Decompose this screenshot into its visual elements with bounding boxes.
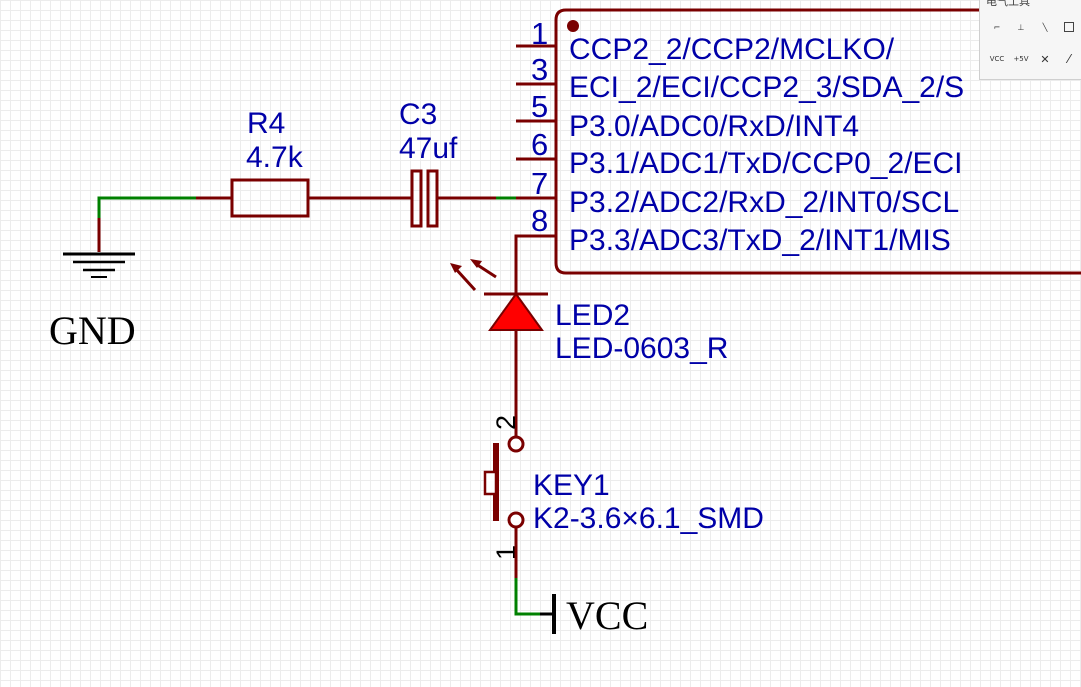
c3-designator: C3 [399,98,437,131]
ic-pin-name: CCP2_2/CCP2/MCLKO/ [569,33,895,66]
led2-footprint: LED-0603_R [555,332,728,365]
wire-gnd-r4[interactable] [97,196,232,218]
key1-footprint: K2-3.6×6.1_SMD [533,502,764,535]
ic-pin-number: 1 [531,16,548,51]
key1-pin2-number: 2 [491,415,521,430]
no-connect-tool-icon[interactable]: ✕ [1040,52,1050,66]
capacitor-c3[interactable] [410,169,439,228]
led-emission-arrow [453,266,477,292]
ic-pin-number: 7 [531,166,548,201]
led-led2[interactable] [450,259,548,331]
line-tool-icon[interactable]: ╲ [1042,22,1048,32]
extra-tool-icon[interactable] [1058,16,1080,38]
gnd-label: GND [49,308,136,353]
key-key1[interactable] [483,435,525,529]
pin1-marker [567,20,579,32]
net-label-tool-icon[interactable]: ⊥ [1017,22,1025,32]
c3-value: 47uf [399,132,458,165]
gnd-symbol[interactable] [63,218,135,278]
r4-designator: R4 [247,107,285,140]
ic-pin-name: P3.0/ADC0/RxD/INT4 [569,110,859,143]
ic-pin-name: P3.3/ADC3/TxD_2/INT1/MIS [569,224,951,257]
ic-body[interactable] [554,8,1081,275]
ic-pin-name: ECI_2/ECI/CCP2_3/SDA_2/S [569,71,964,104]
wire-tool-icon[interactable]: ⌐ [993,22,1001,32]
plus5v-tool-icon[interactable]: +5V [1013,55,1029,63]
led2-designator: LED2 [555,299,630,332]
ic-pin-number: 6 [531,127,548,162]
probe-tool-icon[interactable]: ⁄ [1067,52,1070,66]
wire-key-vcc[interactable] [514,527,552,616]
vcc-label: VCC [566,593,648,638]
led-emission-arrow [475,262,497,279]
vcc-tool-icon[interactable]: VCC [989,55,1005,63]
electrical-tools-panel: 电气工具 ⌐ ⊥ ╲ VCC +5V ✕ ⁄ [979,0,1081,80]
r4-value: 4.7k [246,141,304,174]
key1-designator: KEY1 [533,469,610,502]
ic-pin-name: P3.2/ADC2/RxD_2/INT0/SCL [569,186,959,219]
tools-panel-title: 电气工具 [986,0,1030,8]
ic-pin-number: 3 [531,52,548,87]
resistor-r4[interactable] [230,178,310,218]
ic-pin-number: 8 [531,203,548,238]
key1-pin1-number: 1 [491,545,521,560]
ic-pin-name: P3.1/ADC1/TxD/CCP0_2/ECI [569,147,962,180]
ic-pin-number: 5 [531,89,548,124]
wire-pin8-led[interactable] [514,234,556,294]
